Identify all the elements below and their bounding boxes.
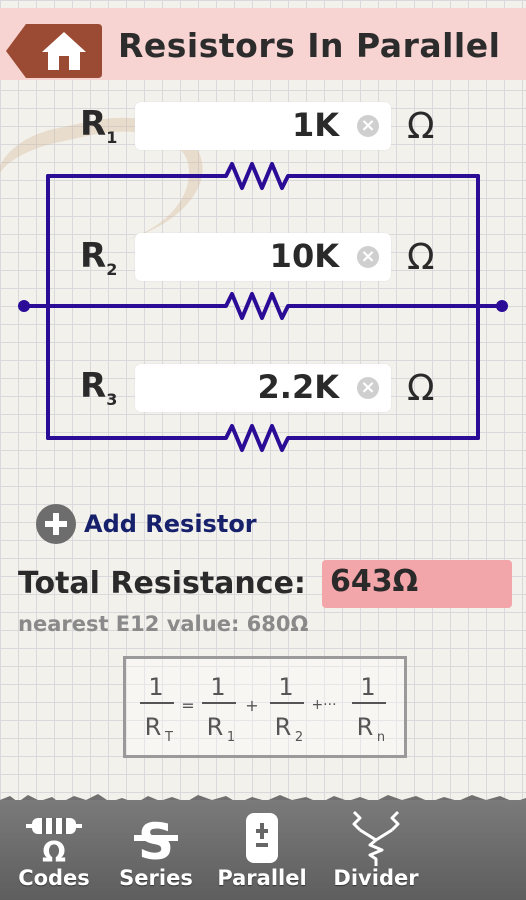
formula-plus: + bbox=[245, 696, 258, 715]
header-bar: Resistors In Parallel bbox=[0, 8, 526, 80]
resistor-symbol-3 bbox=[46, 424, 480, 452]
add-resistor-button[interactable]: Add Resistor bbox=[36, 504, 257, 544]
home-icon bbox=[42, 32, 86, 70]
resistor-symbol-1 bbox=[46, 162, 480, 190]
parallel-formula: 1 R T = 1 R 1 + 1 R 2 +··· 1 R n bbox=[123, 656, 407, 758]
resistor-3-input[interactable]: 2.2K × bbox=[135, 364, 391, 412]
series-icon: S bbox=[134, 813, 178, 865]
formula-r1-sub: 1 bbox=[227, 730, 235, 745]
tab-parallel-label: Parallel bbox=[217, 866, 307, 890]
resistor-1-input[interactable]: 1K × bbox=[135, 102, 391, 150]
formula-r2: R bbox=[275, 713, 292, 741]
resistor-codes-icon: Ω bbox=[26, 818, 82, 864]
plus-circle-icon bbox=[36, 504, 76, 544]
formula-numerator: 1 bbox=[210, 673, 225, 701]
formula-rn: R bbox=[357, 713, 374, 741]
resistor-2-unit: Ω bbox=[407, 237, 435, 278]
resistor-3-value: 2.2K bbox=[257, 368, 339, 406]
resistor-1-label: R1 bbox=[80, 104, 118, 147]
tab-series-label: Series bbox=[119, 866, 193, 890]
resistor-1-unit: Ω bbox=[407, 106, 435, 147]
resistor-2-label: R2 bbox=[80, 236, 118, 279]
formula-numerator: 1 bbox=[360, 673, 375, 701]
tab-codes[interactable]: Ω Codes bbox=[4, 810, 104, 890]
bottom-tab-bar: Ω Codes S Series Parallel bbox=[0, 800, 526, 900]
formula-numerator: 1 bbox=[278, 673, 293, 701]
total-resistance-box: 643Ω bbox=[322, 560, 512, 608]
resistor-1-value: 1K bbox=[291, 106, 339, 144]
page-title: Resistors In Parallel bbox=[118, 26, 501, 65]
svg-text:Ω: Ω bbox=[42, 836, 66, 864]
terminal-right bbox=[496, 300, 508, 312]
home-button[interactable] bbox=[4, 22, 102, 80]
resistor-2-input[interactable]: 10K × bbox=[135, 233, 391, 281]
terminal-left bbox=[18, 300, 30, 312]
tab-divider[interactable]: Divider bbox=[326, 810, 426, 890]
resistor-3-unit: Ω bbox=[407, 368, 435, 409]
formula-numerator: 1 bbox=[148, 673, 163, 701]
formula-ellipsis: +··· bbox=[311, 697, 336, 713]
formula-r2-sub: 2 bbox=[295, 730, 303, 745]
tab-divider-label: Divider bbox=[333, 866, 419, 890]
clear-icon[interactable]: × bbox=[357, 246, 379, 268]
divider-icon bbox=[352, 810, 400, 866]
clear-icon[interactable]: × bbox=[357, 115, 379, 137]
add-resistor-label: Add Resistor bbox=[84, 510, 257, 538]
formula-rt: R bbox=[145, 713, 162, 741]
tab-codes-label: Codes bbox=[18, 866, 90, 890]
formula-equals: = bbox=[181, 696, 194, 715]
total-resistance-label: Total Resistance: bbox=[18, 566, 306, 601]
clear-icon[interactable]: × bbox=[357, 377, 379, 399]
nearest-e12-text: nearest E12 value: 680Ω bbox=[18, 612, 309, 636]
parallel-circuit-diagram bbox=[18, 162, 508, 452]
formula-r1: R bbox=[207, 713, 224, 741]
resistor-2-value: 10K bbox=[269, 237, 339, 275]
total-resistance-value: 643Ω bbox=[330, 564, 419, 599]
tab-parallel[interactable]: Parallel bbox=[212, 810, 312, 890]
formula-rt-sub: T bbox=[164, 730, 173, 745]
parallel-icon bbox=[246, 813, 278, 863]
formula-rn-sub: n bbox=[377, 730, 385, 745]
resistor-symbol-2 bbox=[22, 292, 504, 320]
tab-series[interactable]: S Series bbox=[106, 810, 206, 890]
resistor-3-label: R3 bbox=[80, 366, 118, 409]
